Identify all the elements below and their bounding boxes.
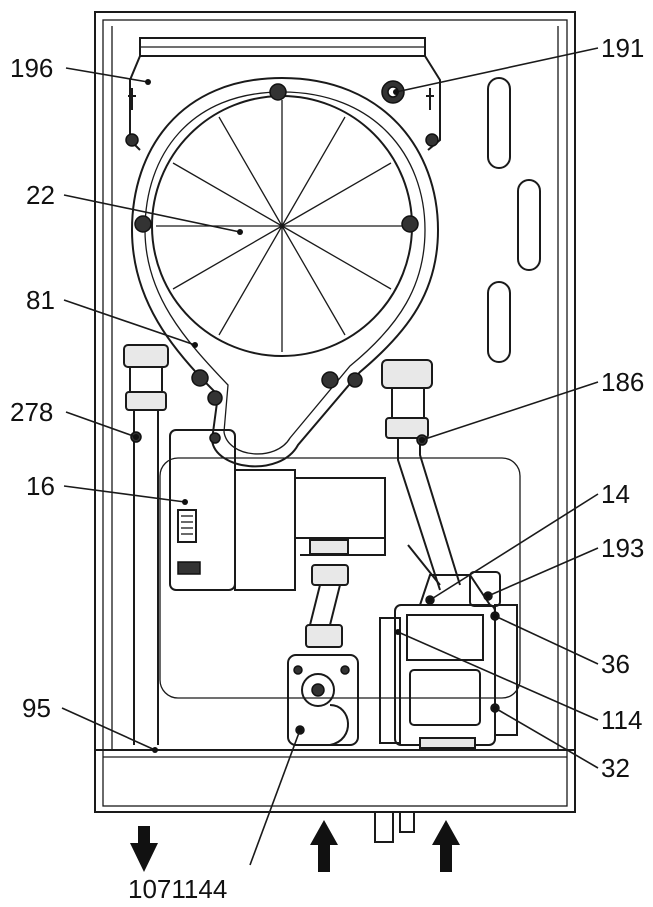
label-114: 114: [601, 705, 642, 735]
label-81: 81: [26, 285, 55, 315]
leader-lines: [61, 47, 599, 866]
label-1071144: 1071144: [128, 874, 227, 904]
outlet-arrow: [130, 826, 158, 872]
label-193: 193: [601, 533, 644, 563]
bottom-connectors: [374, 811, 415, 843]
inlet-arrow-gas: [310, 820, 338, 872]
label-32: 32: [601, 753, 630, 783]
label-22: 22: [26, 180, 55, 210]
gas-pipe: [305, 564, 349, 648]
interior-panel: [159, 457, 521, 699]
label-14: 14: [601, 479, 630, 509]
top-mounting-rail: [129, 37, 441, 151]
right-pipe: [381, 359, 461, 591]
label-196: 196: [10, 53, 53, 83]
label-95: 95: [22, 693, 51, 723]
control-unit: [169, 429, 236, 591]
fan-motor: [234, 469, 386, 591]
label-16: 16: [26, 471, 55, 501]
flow-arrows: [130, 820, 460, 872]
mounting-hooks: [125, 88, 439, 147]
boiler-casing: [94, 11, 576, 813]
label-278: 278: [10, 397, 53, 427]
label-186: 186: [601, 367, 644, 397]
part-labels: 196 191 22 81 278 186 16 14 193 36 95 11…: [10, 33, 644, 904]
pump-assembly: [379, 544, 518, 749]
label-191: 191: [601, 33, 644, 63]
inlet-arrow-water: [432, 820, 460, 872]
fan-spokes: [156, 100, 408, 352]
fan-housing: [130, 76, 440, 468]
label-36: 36: [601, 649, 630, 679]
left-pipe: [123, 344, 169, 745]
